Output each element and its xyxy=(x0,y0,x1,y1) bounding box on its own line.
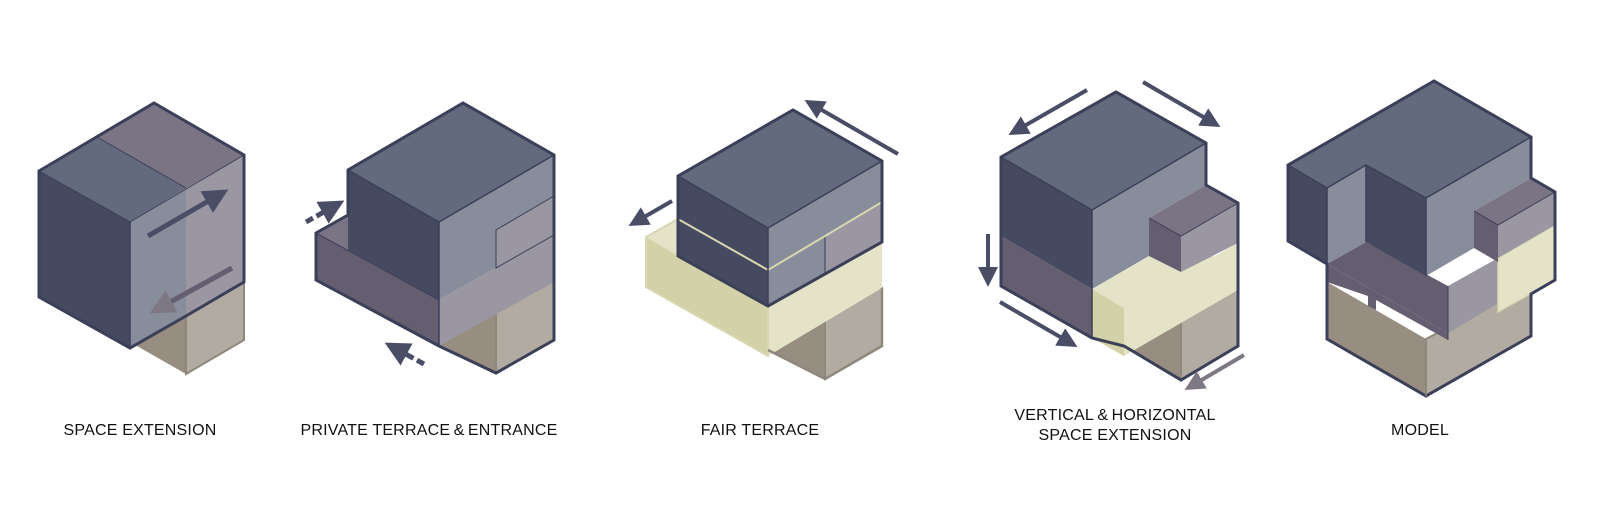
annex-roof xyxy=(1474,178,1555,225)
cube-right-face xyxy=(439,155,554,300)
terrace-arrow xyxy=(804,99,900,156)
cube-roof xyxy=(1288,81,1531,198)
terrace-slab-right xyxy=(439,235,554,346)
terrace-arrow xyxy=(628,199,673,226)
block-outline xyxy=(999,90,1240,382)
main-left-face xyxy=(1366,165,1426,276)
ground-outline xyxy=(767,288,884,381)
caption-model: MODEL xyxy=(1270,421,1570,441)
panel-private-terrace-entrance xyxy=(304,101,556,375)
caption-text: MODEL xyxy=(1391,422,1449,439)
cube-edge xyxy=(96,136,187,189)
terrace-slab-left xyxy=(316,233,439,346)
annex-left xyxy=(1474,211,1498,262)
block-edge xyxy=(1148,202,1239,237)
caption-text: PRIVATE TERRACE & ENTRANCE xyxy=(300,422,558,439)
entrance-arrow xyxy=(384,342,426,367)
caption-space-extension: SPACE EXTENSION xyxy=(0,421,290,441)
cube-roof xyxy=(348,103,554,222)
cube-left-face xyxy=(1001,157,1092,289)
caption-vertical-horizontal-extension: VERTICAL & HORIZONTAL SPACE EXTENSION xyxy=(965,406,1265,446)
cube-roof-extension xyxy=(97,103,244,188)
cube-left-face xyxy=(39,171,130,348)
extension-arrow xyxy=(1141,80,1221,128)
cube-roof xyxy=(1001,92,1206,210)
terrace-slab-left xyxy=(646,237,768,356)
cube-left-face xyxy=(348,170,439,300)
caption-private-terrace-entrance: PRIVATE TERRACE & ENTRANCE xyxy=(279,421,579,441)
purple-volume-roof xyxy=(1327,242,1448,333)
cube-right-face xyxy=(768,161,882,306)
terrace-slab-top xyxy=(646,219,678,256)
entrance-arrow xyxy=(304,200,345,225)
left-wing-left xyxy=(1288,165,1327,264)
terrace-slab-right xyxy=(768,242,882,356)
caption-line-2: SPACE EXTENSION xyxy=(1038,427,1192,444)
cube-edge xyxy=(38,170,131,223)
extension-arrow xyxy=(1184,353,1246,391)
terrace-slab-right xyxy=(1124,243,1238,356)
cube-left-face xyxy=(678,176,768,306)
block-outline xyxy=(314,101,556,375)
extension-arrow xyxy=(149,265,234,314)
purple-volume-left xyxy=(1327,264,1448,340)
extension-arrow xyxy=(146,189,229,239)
cube-outline xyxy=(37,101,246,350)
lower-volume-left xyxy=(1001,236,1092,338)
block-edge xyxy=(315,232,440,301)
annex-right xyxy=(1498,192,1555,258)
annex-right xyxy=(1181,203,1238,272)
cube-outline xyxy=(676,108,884,308)
annex-roof xyxy=(1149,185,1238,236)
ground-block-left xyxy=(1327,282,1426,396)
main-right-face xyxy=(1426,137,1531,276)
cube-roof xyxy=(678,110,882,228)
caption-text: FAIR TERRACE xyxy=(700,422,820,439)
extension-arrow xyxy=(1008,88,1088,135)
panel-vertical-horizontal-extension xyxy=(978,80,1246,391)
cube-right-face xyxy=(1092,143,1206,289)
caption-line-1: VERTICAL & HORIZONTAL xyxy=(1014,407,1216,424)
cube-edge xyxy=(129,154,245,223)
caption-text: SPACE EXTENSION xyxy=(63,422,217,439)
caption-fair-terrace: FAIR TERRACE xyxy=(610,421,910,441)
extension-arrow xyxy=(998,300,1078,348)
panel-space-extension xyxy=(37,101,246,376)
left-wing-right xyxy=(1327,165,1366,264)
panel-fair-terrace xyxy=(628,99,900,381)
model-edge xyxy=(1473,191,1556,226)
terrace-slab-top xyxy=(316,215,348,250)
panel-model xyxy=(1286,79,1557,398)
